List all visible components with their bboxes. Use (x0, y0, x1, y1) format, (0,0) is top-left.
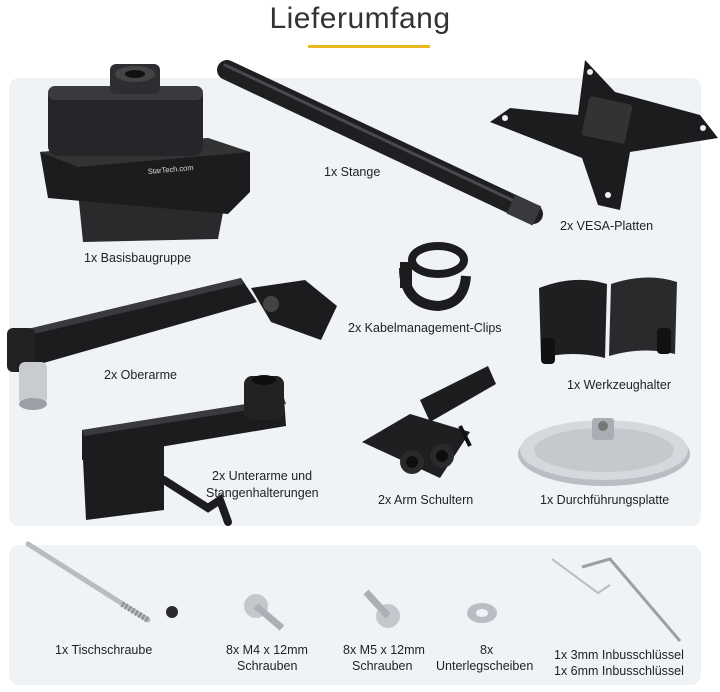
label-lower-arms-line2: Stangenhalterungen (206, 486, 319, 500)
label-grommet-plate: 1x Durchführungsplatte (540, 493, 670, 507)
label-washers-line2: Unterlegscheiben (436, 659, 534, 673)
label-m4-screws-line2: Schrauben (237, 659, 298, 673)
desk-screw-image (25, 541, 178, 623)
label-tool-holder: 1x Werkzeughalter (567, 378, 671, 392)
cable-clips-image (399, 242, 471, 312)
label-upper-arms: 2x Oberarme (104, 368, 177, 382)
upper-arm-image (7, 278, 337, 410)
label-pole: 1x Stange (324, 165, 381, 179)
pole-image (217, 60, 543, 226)
label-hex-key-6mm: 1x 6mm Inbusschlüssel (554, 664, 684, 678)
vesa-plate-image (490, 60, 718, 210)
label-cable-clips: 2x Kabelmanagement-Clips (348, 321, 502, 335)
m5-screw-image (363, 589, 400, 628)
m4-screw-image (244, 594, 285, 631)
label-hex-key-3mm: 1x 3mm Inbusschlüssel (554, 648, 684, 662)
washer-image (467, 603, 497, 623)
label-base-assembly: 1x Basisbaugruppe (84, 251, 192, 265)
hex-keys-image (551, 557, 682, 642)
label-desk-screw: 1x Tischschraube (55, 643, 153, 657)
lower-arm-image (82, 375, 286, 526)
label-m4-screws-line1: 8x M4 x 12mm (226, 643, 308, 657)
label-m5-screws-line1: 8x M5 x 12mm (343, 643, 425, 657)
label-arm-shoulders: 2x Arm Schultern (378, 493, 474, 507)
base-brand-text: StarTech.com (147, 163, 193, 176)
base-assembly-image: StarTech.com (40, 64, 250, 242)
bottom-panel (9, 545, 701, 685)
page-title: Lieferumfang (269, 2, 451, 35)
grommet-plate-image (518, 418, 690, 486)
tool-holder-image (539, 277, 677, 364)
label-vesa-plates: 2x VESA-Platten (560, 219, 654, 233)
label-washers-line1: 8x (480, 643, 494, 657)
title-underline (308, 45, 430, 48)
arm-shoulders-image (362, 366, 496, 478)
label-m5-screws-line2: Schrauben (352, 659, 413, 673)
label-lower-arms-line1: 2x Unterarme und (212, 469, 313, 483)
